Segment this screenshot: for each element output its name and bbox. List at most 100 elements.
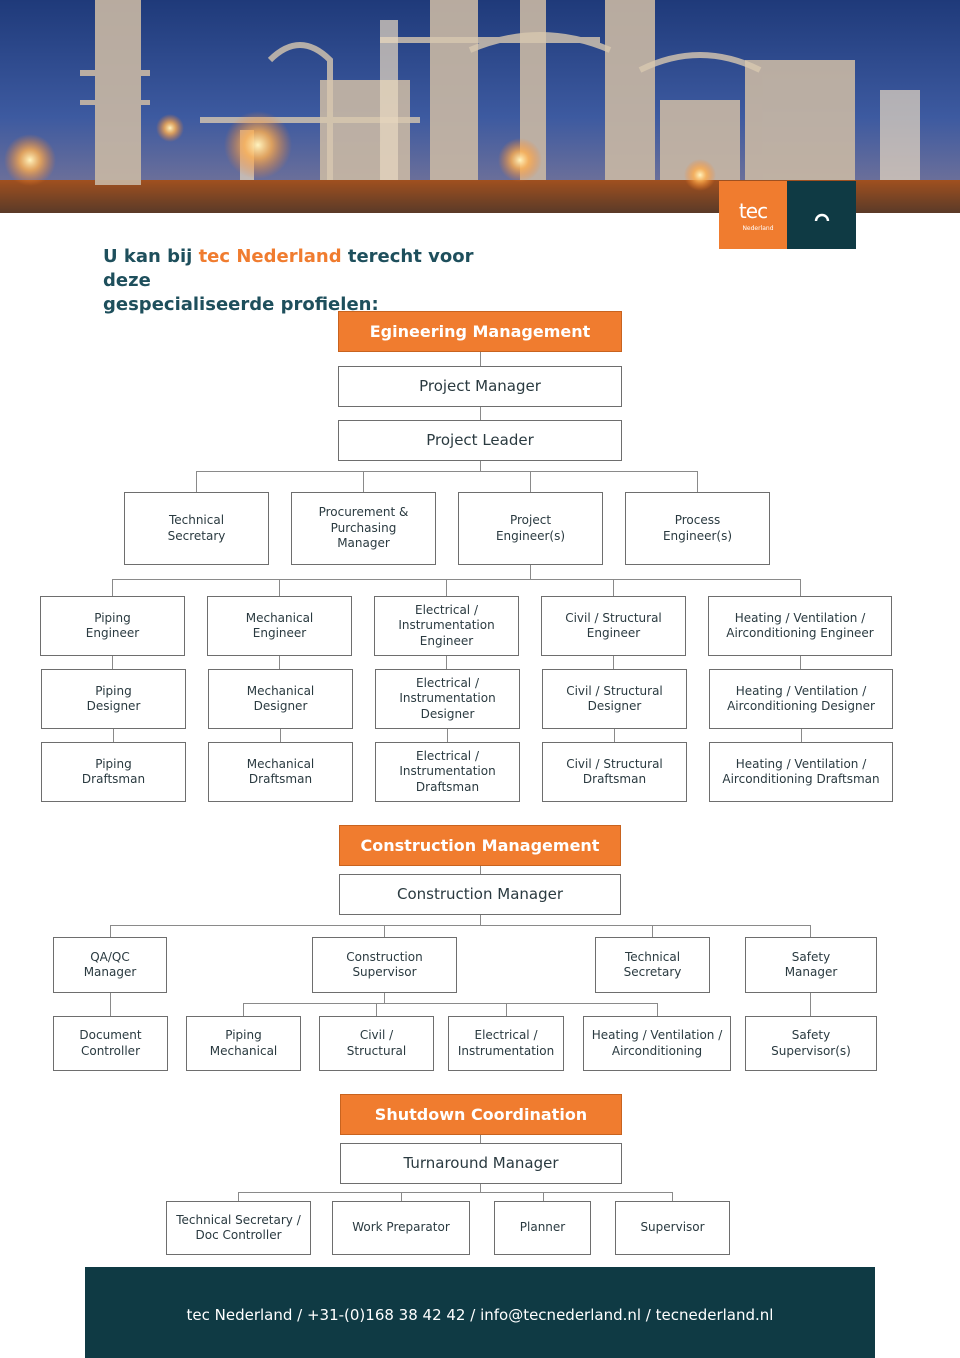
role-hvac: Heating / Ventilation / Airconditioning: [583, 1016, 731, 1071]
role-mechanical-draftsman: Mechanical Draftsman: [208, 742, 353, 802]
role-label: Civil / Structural: [346, 1028, 407, 1058]
connector: [530, 565, 531, 580]
arc-icon: [814, 213, 830, 222]
role-piping-mechanical: Piping Mechanical: [186, 1016, 301, 1071]
footer-contact: tec Nederland / +31-(0)168 38 42 42 / in…: [186, 1305, 774, 1324]
role-supervisor: Supervisor: [615, 1201, 730, 1255]
connector: [652, 925, 653, 937]
connector: [112, 579, 113, 596]
role-label: Piping Mechanical: [209, 1028, 278, 1058]
role-hvac-designer: Heating / Ventilation / Airconditioning …: [709, 669, 893, 729]
connector: [243, 1003, 657, 1004]
role-civil-structural: Civil / Structural: [319, 1016, 434, 1071]
role-label: Safety Manager: [784, 949, 838, 980]
role-safety-supervisors: Safety Supervisor(s): [745, 1016, 877, 1071]
role-project-engineers: Project Engineer(s): [458, 492, 603, 565]
connector: [401, 1192, 402, 1201]
role-label: QA/QC Manager: [83, 949, 137, 980]
connector: [480, 915, 481, 926]
role-label: Electrical / Instrumentation Engineer: [398, 602, 495, 648]
connector: [446, 579, 447, 596]
role-civil-designer: Civil / Structural Designer: [542, 669, 687, 729]
role-hvac-engineer: Heating / Ventilation / Airconditioning …: [708, 596, 892, 656]
connector: [279, 579, 280, 596]
role-mechanical-engineer: Mechanical Engineer: [207, 596, 352, 656]
role-label: Mechanical Engineer: [245, 610, 314, 641]
role-label: Mechanical Draftsman: [246, 756, 315, 787]
connector: [800, 579, 801, 596]
role-electrical-instrumentation: Electrical / Instrumentation: [448, 1016, 564, 1071]
connector: [446, 656, 447, 669]
role-label: Planner: [519, 1220, 566, 1235]
connector: [280, 729, 281, 742]
role-label: Project Engineer(s): [495, 513, 566, 543]
role-label: Civil / Structural Engineer: [565, 610, 662, 641]
role-technical-secretary: Technical Secretary: [124, 492, 269, 565]
role-electrical-designer: Electrical / Instrumentation Designer: [375, 669, 520, 729]
construction-header: Construction Management: [339, 825, 621, 866]
role-label: Safety Supervisor(s): [771, 1028, 851, 1058]
role-label: Heating / Ventilation / Airconditioning …: [722, 756, 880, 787]
role-label: Supervisor: [640, 1220, 705, 1235]
connector: [480, 866, 481, 874]
role-qa-qc-manager: QA/QC Manager: [53, 937, 167, 993]
role-label: Heating / Ventilation / Airconditioning: [591, 1028, 723, 1058]
shutdown-header: Shutdown Coordination: [340, 1094, 622, 1135]
intro-line2: gespecialiseerde profielen:: [103, 294, 379, 315]
connector: [613, 656, 614, 669]
connector: [384, 925, 385, 937]
turnaround-manager-box: Turnaround Manager: [340, 1143, 622, 1184]
connector: [196, 471, 197, 492]
intro-suffix: terecht voor deze: [103, 246, 474, 291]
role-electrical-engineer: Electrical / Instrumentation Engineer: [374, 596, 519, 656]
intro-heading: U kan bij tec Nederland terecht voor dez…: [103, 245, 523, 317]
connector: [279, 656, 280, 669]
role-piping-engineer: Piping Engineer: [40, 596, 185, 656]
connector: [110, 925, 111, 937]
connector: [447, 729, 448, 742]
connector: [110, 925, 811, 926]
connector: [613, 579, 614, 596]
role-label: Mechanical Designer: [246, 683, 315, 714]
connector: [243, 1003, 244, 1016]
role-construction-supervisor: Construction Supervisor: [312, 937, 457, 993]
engineering-header: Egineering Management: [338, 311, 622, 352]
tec-logo: tec Nederland: [719, 181, 787, 249]
connector: [238, 1192, 673, 1193]
role-label: Heating / Ventilation / Airconditioning …: [726, 610, 874, 641]
footer-bar: tec Nederland / +31-(0)168 38 42 42 / in…: [85, 1267, 875, 1358]
connector: [112, 656, 113, 669]
connector: [530, 471, 531, 492]
role-label: Document Controller: [79, 1028, 142, 1058]
connector: [196, 471, 698, 472]
intro-brand: tec Nederland: [198, 246, 342, 267]
role-technical-secretary-construction: Technical Secretary: [595, 937, 710, 993]
intro-prefix: U kan bij: [103, 246, 199, 267]
role-label: Technical Secretary: [623, 949, 682, 980]
connector: [657, 1003, 658, 1016]
role-label: Piping Draftsman: [81, 756, 146, 787]
role-label: Piping Engineer: [85, 610, 140, 641]
connector: [112, 579, 801, 580]
role-civil-draftsman: Civil / Structural Draftsman: [542, 742, 687, 802]
connector: [672, 1192, 673, 1201]
connector: [480, 1135, 481, 1143]
connector: [480, 461, 481, 472]
role-label: Civil / Structural Draftsman: [566, 756, 663, 787]
logo-emblem: [787, 181, 856, 249]
logo-subtitle: Nederland: [742, 225, 774, 232]
role-label: Construction Supervisor: [346, 949, 423, 980]
connector: [800, 656, 801, 669]
role-label: Piping Designer: [86, 683, 141, 714]
project-leader-box: Project Leader: [338, 420, 622, 461]
role-label: Procurement & Purchasing Manager: [318, 505, 409, 551]
connector: [480, 407, 481, 420]
construction-manager-box: Construction Manager: [339, 874, 621, 915]
connector: [801, 729, 802, 742]
connector: [810, 925, 811, 937]
role-process-engineers: Process Engineer(s): [625, 492, 770, 565]
connector: [810, 993, 811, 1016]
role-planner: Planner: [494, 1201, 591, 1255]
connector: [697, 471, 698, 492]
role-piping-designer: Piping Designer: [41, 669, 186, 729]
